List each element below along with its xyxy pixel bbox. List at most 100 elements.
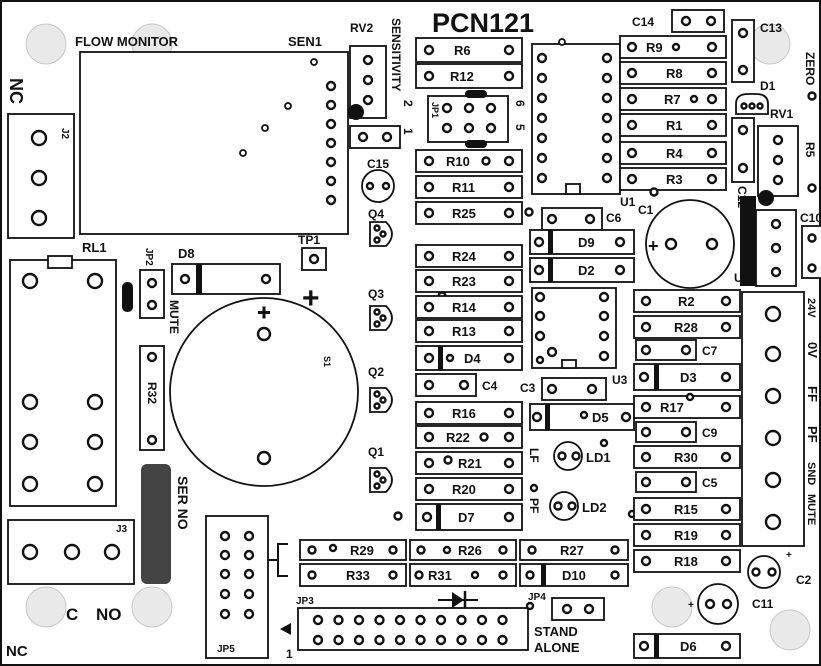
r26-label: R26 [458,543,482,558]
s1-label: S1 [322,356,332,367]
r26-resistor [409,539,517,561]
c1-label: C1 [638,203,654,217]
r9-label: R9 [646,40,663,55]
ser-no-label: SER NO [175,476,191,530]
jp2-label: JP2 [143,248,154,266]
r9-resistor [619,35,727,59]
u2-regulator [740,196,797,287]
u3-label: U3 [612,373,628,387]
r1-resistor [619,113,727,137]
c4-capacitor [415,373,477,397]
r10-label: R10 [446,154,470,169]
nc-bottom-label: NC [6,643,28,660]
d4-label: D4 [464,351,481,366]
via [529,483,539,493]
no-label: NO [96,605,122,624]
r24-resistor [415,244,523,268]
c7-capacitor [635,339,697,361]
r17-label: R17 [660,400,684,415]
q2-label: Q2 [368,365,384,379]
nc-top-label: NC [6,78,26,104]
d5-label: D5 [592,410,609,425]
d8-diode [171,263,281,295]
jp3-pin [476,634,488,646]
tp1-testpoint [301,247,327,271]
mounting-holes [25,23,811,651]
pf-label: PF [527,498,541,513]
r8-label: R8 [666,66,683,81]
r13-label: R13 [452,324,476,339]
r27-resistor [519,539,629,561]
r7-label: R7 [664,92,681,107]
zero-label: ZERO [803,52,817,85]
via [525,601,535,611]
r14-label: R14 [452,300,477,315]
jp3-pin [353,614,365,626]
jp4-label: JP4 [528,592,546,603]
r28-label: R28 [674,320,698,335]
jp3-pin [333,634,344,646]
c2-capacitor [747,555,781,589]
rv1-trimmer [757,125,799,206]
r4-label: R4 [666,146,683,161]
r5-label: R5 [803,142,817,158]
jp3-pin [353,634,365,646]
r21-label: R21 [458,456,482,471]
r29-resistor [299,539,407,561]
u2-label: U2 [734,271,750,285]
r18-resistor [633,549,741,573]
r25-resistor [415,201,523,225]
c5-capacitor [635,471,697,493]
stand-label: STAND [534,624,578,639]
via [649,187,659,197]
r31-resistor [409,563,517,587]
u3-ic [531,287,617,369]
c3-label: C3 [520,381,536,395]
jp3-pin [333,614,344,626]
c7-label: C7 [702,344,718,358]
c-label: C [66,605,78,624]
lf-label: LF [527,448,541,463]
r16-resistor [415,401,523,425]
j1-pf-label: PF [805,426,820,443]
d2-diode [529,257,635,283]
jp3-pin [374,614,385,626]
r2-label: R2 [678,294,695,309]
r20-resistor [415,477,523,501]
mute-label: MUTE [167,300,181,334]
jp3-pin [415,634,426,646]
r21-resistor [415,451,523,475]
jp3-pin [497,634,508,646]
r19-label: R19 [674,528,698,543]
r18-label: R18 [674,554,698,569]
r4-resistor [619,141,727,165]
r28-resistor [633,315,741,339]
s1-buzzer [169,297,359,487]
q1-label: Q1 [368,445,384,459]
jp3-pin [312,634,324,646]
jp5-polarity-marker [268,543,288,577]
via [524,207,534,217]
ld2-label: LD2 [582,500,607,515]
jp3-pin1-label: 1 [286,647,293,661]
jp3-pin [415,614,426,626]
r22-label: R22 [446,430,470,445]
r2-resistor [633,289,741,313]
ld1-label: LD1 [586,450,611,465]
c3-capacitor [541,377,607,401]
jp3-pin [374,634,385,646]
d1-led [735,93,769,115]
r30-label: R30 [674,450,698,465]
d3-label: D3 [680,370,697,385]
r31-label: R31 [428,568,452,583]
r8-resistor [619,61,727,85]
jp2-jumper [139,269,165,319]
d6-label: D6 [680,639,697,654]
d7-diode [415,503,523,531]
j1-connector [741,291,805,547]
r1-label: R1 [666,118,683,133]
d10-label: D10 [562,568,586,583]
sensitivity-label: SENSITIVITY [389,18,403,91]
c10-label: C10 [800,211,821,225]
